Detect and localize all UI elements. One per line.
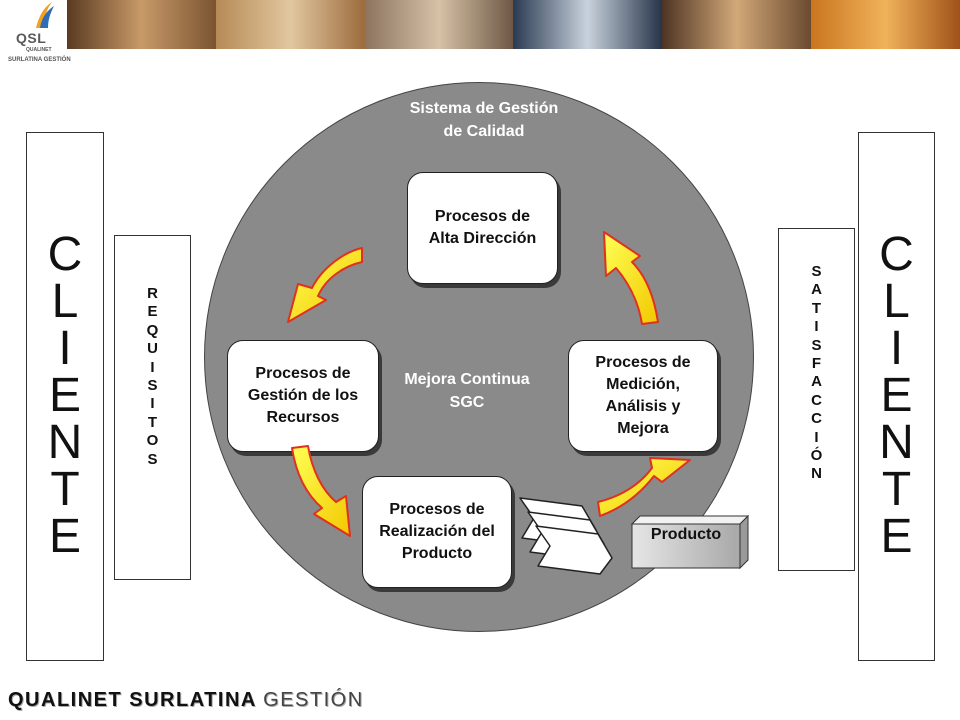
banner-photo-airplane bbox=[513, 0, 663, 49]
process-alta-direccion: Procesos de Alta Dirección bbox=[407, 172, 558, 284]
company-logo: QSL QUALINET SURLATINA GESTIÓN bbox=[0, 0, 78, 66]
process-realizacion-producto: Procesos de Realización del Producto bbox=[362, 476, 512, 588]
chevron-arrow-icon bbox=[535, 525, 613, 575]
mejora-continua-label: Mejora Continua SGC bbox=[374, 368, 560, 414]
process-line: Realización del bbox=[379, 523, 495, 540]
letter: E bbox=[48, 369, 81, 422]
letter: L bbox=[883, 275, 910, 328]
letter: C bbox=[811, 391, 822, 409]
sgc-title-line2: de Calidad bbox=[443, 123, 525, 140]
letter: C bbox=[47, 228, 83, 281]
letter: Ó bbox=[810, 447, 823, 465]
letter: T bbox=[811, 299, 822, 317]
letter: E bbox=[147, 303, 158, 321]
process-line: Procesos de bbox=[255, 365, 351, 382]
product-box-icon bbox=[630, 514, 750, 570]
satisfaccion-box: S A T I S F A C C I Ó N bbox=[778, 228, 855, 571]
footer-title-bold: QUALINET SURLATINA bbox=[8, 689, 257, 711]
letter: N bbox=[879, 416, 914, 469]
process-line: Medición, bbox=[606, 376, 680, 393]
letter: C bbox=[879, 228, 914, 281]
banner-photo-walking bbox=[364, 0, 514, 49]
letter: T bbox=[147, 413, 158, 431]
letter: A bbox=[811, 281, 822, 299]
curved-arrow-icon bbox=[603, 231, 659, 325]
process-line: Producto bbox=[401, 545, 473, 562]
curved-arrow-icon bbox=[291, 445, 351, 537]
letter: I bbox=[814, 318, 819, 336]
mejora-line2: SGC bbox=[449, 394, 485, 411]
letter: I bbox=[150, 395, 155, 413]
letter: S bbox=[811, 263, 822, 280]
banner-photo-people bbox=[215, 0, 365, 49]
letter: T bbox=[50, 463, 80, 516]
letter: N bbox=[47, 416, 83, 469]
letter: I bbox=[150, 358, 155, 376]
banner-photo-sunset-plane bbox=[811, 0, 960, 49]
requisitos-box: R E Q U I S I T O S bbox=[114, 235, 191, 580]
producto-label: Producto bbox=[650, 526, 722, 543]
footer-title-light: GESTIÓN bbox=[263, 689, 364, 711]
curved-arrow-icon bbox=[597, 457, 691, 517]
right-cliente-box: C L I E N T E bbox=[858, 132, 935, 661]
letter: A bbox=[811, 373, 822, 391]
sgc-title-line1: Sistema de Gestión bbox=[409, 100, 559, 117]
letter: N bbox=[811, 465, 822, 483]
banner-photo-presentation bbox=[67, 0, 216, 49]
logo-subtext-2: SURLATINA GESTIÓN bbox=[8, 57, 71, 63]
process-line: Gestión de los bbox=[247, 387, 359, 404]
letter: L bbox=[51, 275, 79, 328]
process-line: Alta Dirección bbox=[428, 230, 537, 247]
letter: S bbox=[147, 377, 158, 395]
left-cliente-box: C L I E N T E bbox=[26, 132, 104, 661]
letter: I bbox=[814, 428, 819, 446]
process-line: Procesos de bbox=[434, 208, 531, 225]
process-line: Procesos de bbox=[389, 501, 485, 518]
logo-subtext-1: QUALINET bbox=[26, 47, 52, 53]
letter: S bbox=[147, 450, 158, 468]
footer-company-name: QUALINET SURLATINA GESTIÓN bbox=[8, 689, 364, 712]
letter: S bbox=[811, 336, 822, 354]
logo-swoosh-icon bbox=[36, 2, 54, 28]
banner-photo-meeting bbox=[662, 0, 812, 49]
mejora-line1: Mejora Continua bbox=[404, 371, 530, 388]
process-line: Recursos bbox=[266, 409, 340, 426]
letter: Q bbox=[146, 321, 159, 339]
letter: E bbox=[880, 510, 913, 563]
process-line: Análisis y bbox=[605, 398, 681, 415]
header-photo-banner bbox=[67, 0, 960, 49]
letter: E bbox=[48, 510, 81, 563]
letter: E bbox=[880, 369, 913, 422]
letter: T bbox=[881, 463, 912, 516]
logo-text: QSL bbox=[16, 30, 47, 46]
process-line: Mejora bbox=[617, 420, 669, 437]
letter: R bbox=[147, 285, 158, 302]
letter: O bbox=[146, 432, 159, 450]
letter: C bbox=[811, 410, 822, 428]
letter: I bbox=[58, 322, 72, 375]
process-line: Procesos de bbox=[595, 354, 691, 371]
letter: U bbox=[147, 340, 158, 358]
sgc-title: Sistema de Gestión de Calidad bbox=[374, 97, 594, 143]
curved-arrow-icon bbox=[287, 247, 363, 323]
process-gestion-recursos: Procesos de Gestión de los Recursos bbox=[227, 340, 379, 452]
letter: I bbox=[889, 322, 904, 375]
letter: F bbox=[811, 355, 822, 373]
process-medicion-analisis-mejora: Procesos de Medición, Análisis y Mejora bbox=[568, 340, 718, 452]
